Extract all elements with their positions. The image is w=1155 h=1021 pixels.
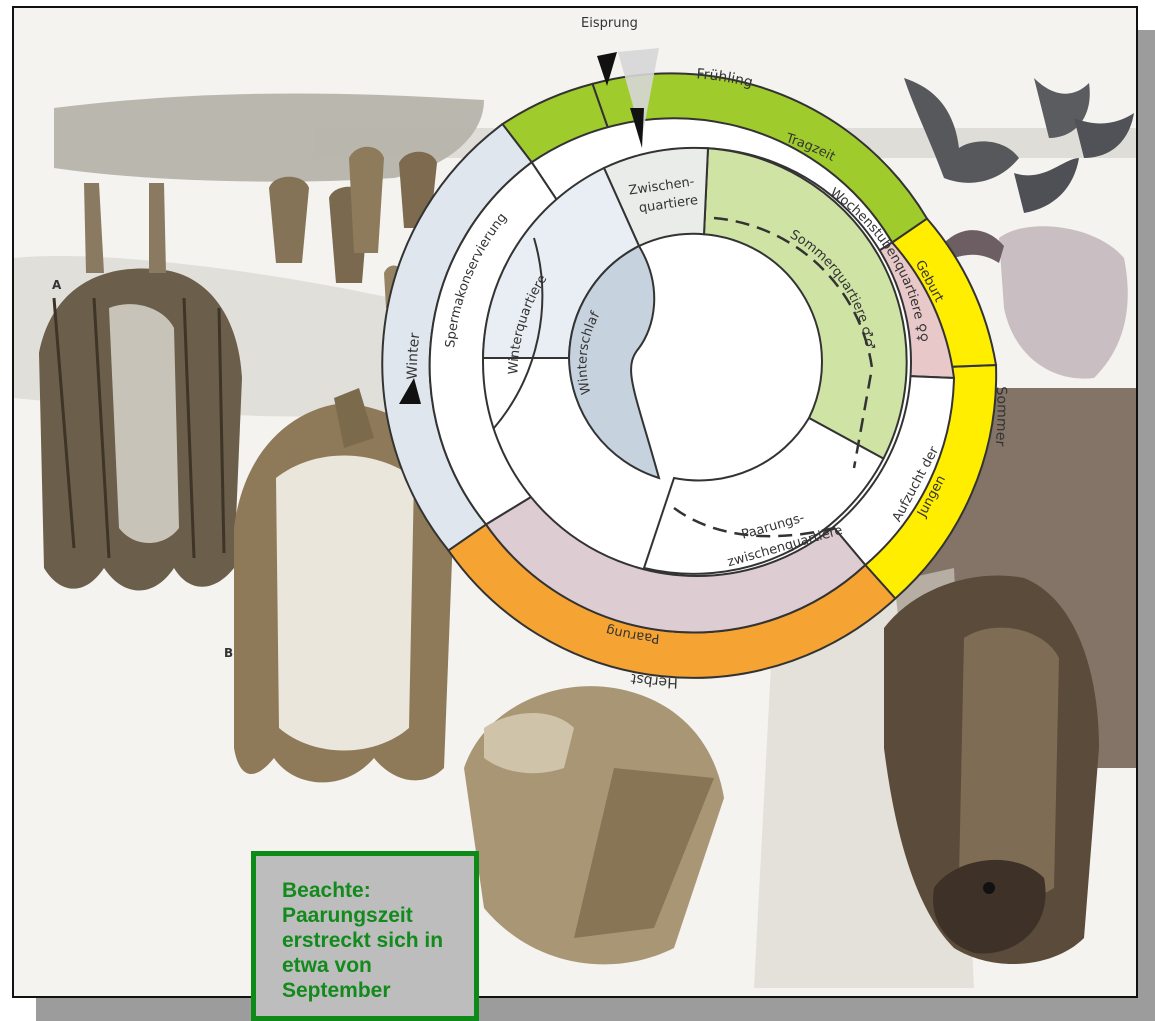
bat-cycle-illustration: Frühling Sommer Herbst Winter Tragzeit P… (14, 8, 1138, 998)
label-ovulation: Eisprung (581, 16, 638, 31)
note-text: Beachte: Paarungszeit erstreckt sich in … (282, 878, 464, 1003)
figure-letter-b: B (224, 646, 233, 660)
svg-text:Winter: Winter (405, 332, 424, 380)
label-winter: Winter (405, 332, 424, 380)
note-callout: Beachte: Paarungszeit erstreckt sich in … (251, 851, 479, 1021)
figure-letter-a: A (52, 278, 61, 292)
illustration-frame: Frühling Sommer Herbst Winter Tragzeit P… (12, 6, 1138, 998)
